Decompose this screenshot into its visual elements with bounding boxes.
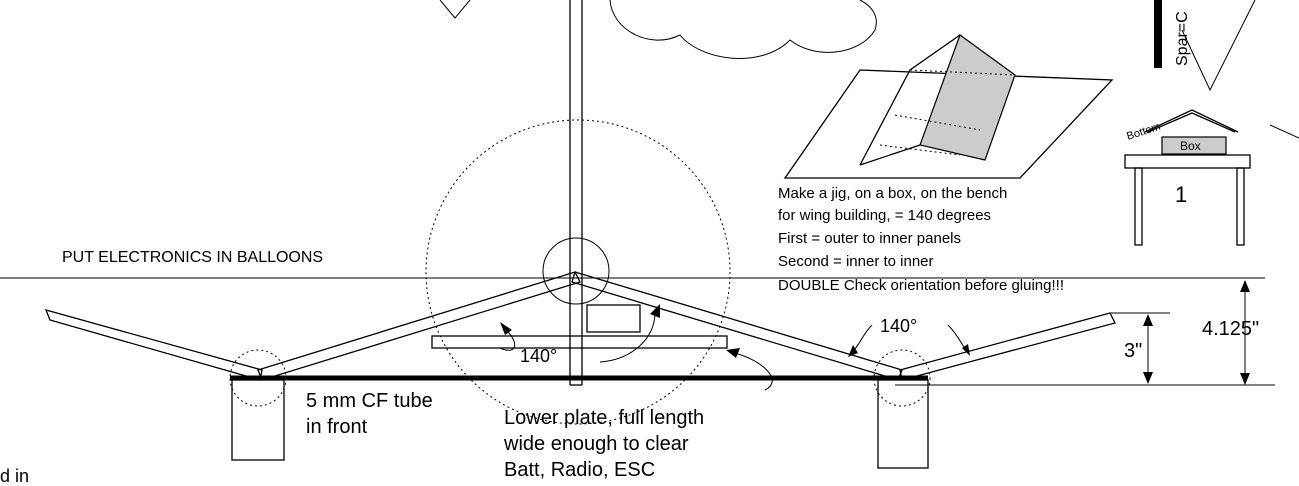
cf-tube-label-2: in front: [306, 416, 368, 438]
electronics-box: [586, 304, 641, 333]
table-box: [1161, 136, 1227, 155]
vertical-mast: [569, 0, 583, 386]
jig-line-5: DOUBLE Check orientation before gluing!!…: [778, 277, 1064, 294]
dimension-4125in: [1240, 280, 1250, 385]
left-outer-panel: [44, 309, 263, 381]
hub-circle: [542, 237, 610, 305]
jig-wing-shaded: [919, 34, 1016, 161]
right-outer-panel: [899, 312, 1116, 381]
table-top: [1124, 154, 1251, 169]
left-support-block: [231, 379, 285, 461]
center-angle-arcs: [499, 304, 660, 363]
dimension-3in: [1143, 314, 1153, 384]
spar-label: Spar=C: [1174, 11, 1191, 66]
lower-plate: [431, 335, 728, 349]
lower-plate-arrow: [729, 351, 773, 391]
dim-3-label: 3": [1124, 340, 1142, 362]
jig-illustration: [783, 34, 1114, 179]
balloon-cloud-middle: [609, 0, 877, 59]
jig-line-4: Second = inner to inner: [778, 253, 934, 270]
balloon-outlines: [439, 0, 1299, 139]
lower-plate-label-3: Batt, Radio, ESC: [504, 459, 655, 481]
right-support-block: [877, 379, 929, 469]
right-angle-label: 140°: [880, 316, 917, 336]
jig-line-3: First = outer to inner panels: [778, 230, 961, 247]
table-illustration: [1124, 109, 1251, 246]
edge-text-fragment: d in: [0, 466, 29, 486]
balloon-fragment-left: [439, 0, 471, 19]
jig-base: [783, 69, 1114, 179]
lower-plate-label-1: Lower plate, full length: [504, 407, 704, 429]
dim-4125-label: 4.125": [1202, 318, 1259, 340]
table-leg-left: [1134, 167, 1143, 246]
lower-plate-label-2: wide enough to clear: [503, 433, 689, 455]
rotation-circle: [425, 119, 731, 425]
balloon-fragment-right: [1181, 0, 1256, 92]
right-joint-circle: [873, 349, 931, 407]
center-angle-label: 140°: [520, 346, 557, 366]
balloon-fragment-edge: [1269, 124, 1299, 139]
jig-line-1: Make a jig, on a box, on the bench: [778, 185, 1007, 202]
jig-instructions: Make a jig, on a box, on the bench for w…: [778, 185, 1064, 294]
jig-line-2: for wing building, = 140 degrees: [778, 207, 991, 224]
bottom-label: Bottom: [1125, 121, 1162, 143]
put-electronics-label: PUT ELECTRONICS IN BALLOONS: [62, 249, 323, 266]
table-leg-right: [1236, 167, 1245, 246]
right-angle-arcs: [848, 324, 970, 357]
table-number: 1: [1175, 182, 1187, 207]
cf-tube-label-1: 5 mm CF tube: [306, 390, 433, 412]
box-label: Box: [1180, 139, 1201, 153]
